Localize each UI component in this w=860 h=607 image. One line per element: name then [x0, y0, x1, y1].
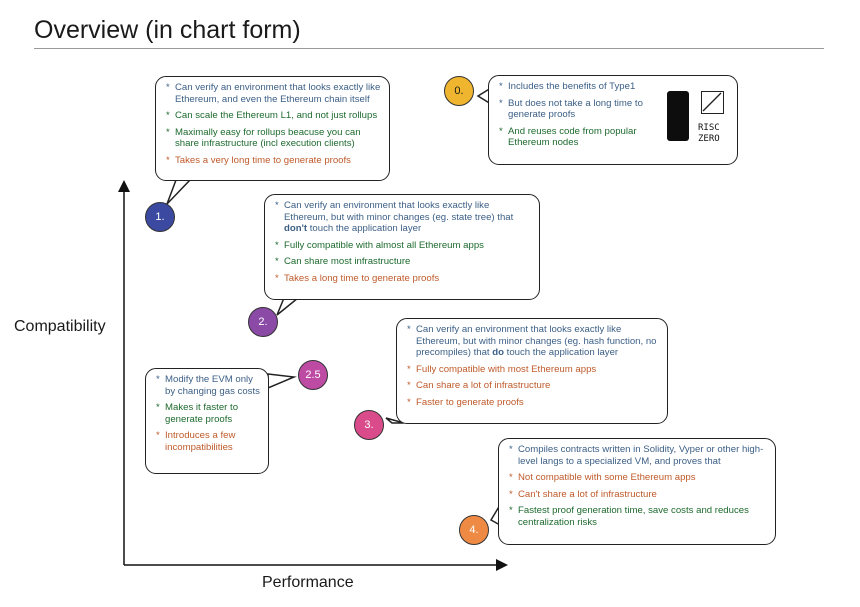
type2-item: Can verify an environment that looks exa… — [275, 200, 531, 235]
type4-bubble: Compiles contracts written in Solidity, … — [498, 438, 776, 545]
type25-bubble: Modify the EVM only by changing gas cost… — [145, 368, 269, 474]
type1-item: Can scale the Ethereum L1, and not just … — [166, 110, 381, 122]
x-axis-label: Performance — [262, 574, 354, 591]
type2-item: Can share most infrastructure — [275, 256, 531, 268]
type4-badge: 4. — [459, 515, 489, 545]
type25-item: Modify the EVM only by changing gas cost… — [156, 374, 260, 397]
type2-badge: 2. — [248, 307, 278, 337]
type0-bubble: Includes the benefits of Type1 But does … — [488, 75, 738, 165]
type1-item: Can verify an environment that looks exa… — [166, 82, 381, 105]
type3-badge: 3. — [354, 410, 384, 440]
type25-badge: 2.5 — [298, 360, 328, 390]
type3-bubble: Can verify an environment that looks exa… — [396, 318, 668, 424]
type3-item: Faster to generate proofs — [407, 397, 659, 409]
tail-type25 — [267, 373, 297, 390]
type2-item: Takes a long time to generate proofs — [275, 273, 531, 285]
type1-item: Takes a very long time to generate proof… — [166, 155, 381, 167]
type4-item: Can't share a lot of infrastructure — [509, 489, 767, 501]
type3-item: Fully compatible with most Ethereum apps — [407, 364, 659, 376]
type3-item: Can share a lot of infrastructure — [407, 380, 659, 392]
type1-item: Maximally easy for rollups beacuse you c… — [166, 127, 381, 150]
type2-bubble: Can verify an environment that looks exa… — [264, 194, 540, 300]
y-axis-label: Compatibility — [14, 318, 106, 335]
type0-item: And reuses code from popular Ethereum no… — [499, 126, 649, 149]
type2-item: Fully compatible with almost all Ethereu… — [275, 240, 531, 252]
type0-item: Includes the benefits of Type1 — [499, 81, 649, 93]
page-title: Overview (in chart form) — [34, 16, 301, 44]
risc-zero-logo: RISC ZERO — [667, 91, 727, 147]
type25-item: Introduces a few incompatibilities — [156, 430, 260, 453]
type0-badge: 0. — [444, 76, 474, 106]
title-divider — [34, 48, 824, 49]
type4-item: Not compatible with some Ethereum apps — [509, 472, 767, 484]
type25-item: Makes it faster to generate proofs — [156, 402, 260, 425]
type1-bubble: Can verify an environment that looks exa… — [155, 76, 390, 181]
tail-type2 — [276, 297, 301, 316]
type3-item: Can verify an environment that looks exa… — [407, 324, 659, 359]
type4-item: Fastest proof generation time, save cost… — [509, 505, 767, 528]
type4-item: Compiles contracts written in Solidity, … — [509, 444, 767, 467]
tail-type1 — [166, 179, 192, 205]
type0-item: But does not take a long time to generat… — [499, 98, 649, 121]
type1-badge: 1. — [145, 202, 175, 232]
